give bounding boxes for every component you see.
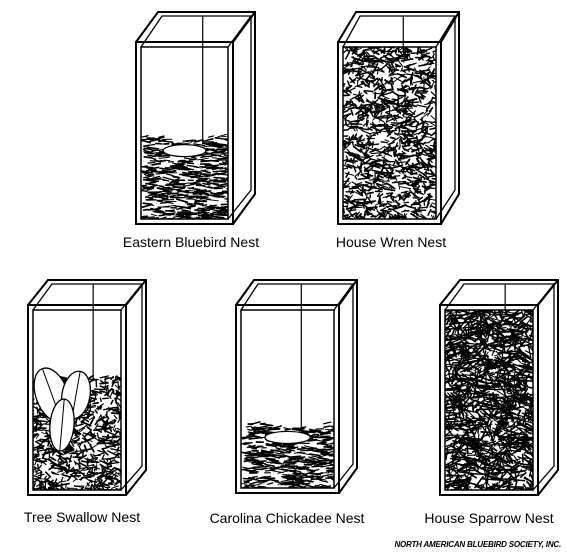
- nest-label-eastern-bluebird: Eastern Bluebird Nest: [123, 234, 259, 250]
- nest-label-tree-swallow: Tree Swallow Nest: [24, 509, 140, 525]
- nest-box-carolina-chickadee: [236, 280, 357, 495]
- nest-label-carolina-chickadee: Carolina Chickadee Nest: [210, 510, 365, 526]
- nest-label-house-sparrow: House Sparrow Nest: [424, 510, 553, 526]
- nest-label-house-wren: House Wren Nest: [336, 234, 446, 250]
- nest-material-tree-swallow: [25, 363, 130, 500]
- nest-material-carolina-chickadee: [241, 422, 345, 495]
- nest-box-tree-swallow: [25, 280, 146, 500]
- credit-line: NORTH AMERICAN BLUEBIRD SOCIETY, INC.: [394, 540, 561, 549]
- nest-box-house-sparrow: [426, 280, 558, 505]
- nest-material-house-wren: [333, 46, 444, 228]
- nest-box-eastern-bluebird: [136, 12, 255, 225]
- nest-material-eastern-bluebird: [141, 134, 237, 225]
- nest-box-house-wren: [333, 12, 459, 228]
